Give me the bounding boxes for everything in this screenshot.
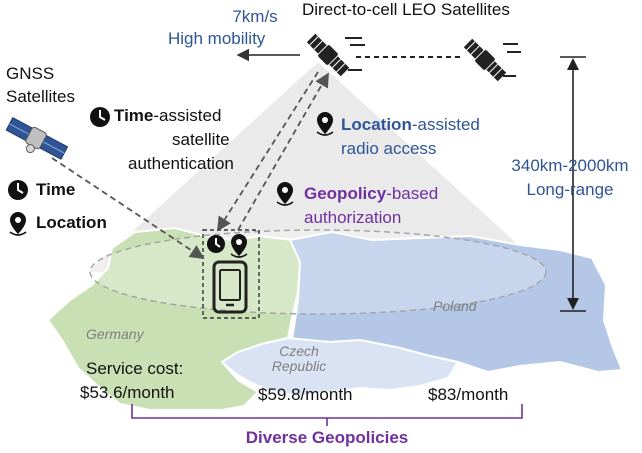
- location-access-line2: radio access: [341, 139, 437, 158]
- service-cost-label: Service cost:: [86, 359, 184, 378]
- leo-satellites-title: Direct-to-cell LEO Satellites: [302, 0, 510, 19]
- country-czech-line1: Czech: [279, 343, 319, 359]
- time-auth-line1: Time-assisted: [114, 106, 221, 126]
- location-access-bold: Location: [341, 115, 412, 134]
- geopolicy-auth-line2: authorization: [304, 208, 402, 227]
- location-access-line1: Location-assisted: [341, 115, 480, 135]
- altitude-arrow: [560, 56, 586, 312]
- time-auth-bold: Time: [114, 106, 154, 125]
- location-access-rest: -assisted: [411, 115, 480, 134]
- country-poland: Poland: [433, 298, 477, 314]
- phone-icon: [212, 260, 248, 314]
- device-pin-icon: [230, 234, 248, 258]
- satellite-speed: 7km/s: [232, 7, 278, 26]
- time-auth-line2: satellite: [172, 130, 230, 149]
- gnss-satellite-icon: [5, 117, 69, 160]
- time-auth-line3: authentication: [128, 154, 234, 173]
- coverage-ellipse: [89, 229, 547, 315]
- device-box: [202, 229, 260, 319]
- altitude-label: 340km-2000km: [511, 156, 629, 175]
- leo-satellite-1-motion-lines: [345, 37, 365, 71]
- geopolicy-auth-rest: -based: [386, 184, 439, 203]
- satellite-to-device-link-down: [217, 71, 319, 232]
- country-germany: Germany: [86, 326, 144, 342]
- time-auth-rest: -assisted: [153, 106, 222, 125]
- leo-satellite-1-icon: [306, 33, 350, 77]
- czech-region: [220, 336, 460, 398]
- geopolicy-pin-icon: [276, 182, 294, 206]
- location-access-pin-icon: [316, 112, 334, 136]
- coverage-cone: [88, 62, 548, 272]
- cost-poland: $83/month: [428, 385, 509, 404]
- geopolicy-auth-line1: Geopolicy-based: [304, 184, 438, 204]
- device-clock-icon: [207, 235, 225, 253]
- time-auth-clock-icon: [90, 107, 110, 127]
- legend-clock-icon: [8, 180, 28, 200]
- gnss-label-line1: GNSS: [6, 64, 55, 83]
- satellite-mobility: High mobility: [168, 29, 266, 48]
- cost-czech: $59.8/month: [258, 385, 353, 404]
- germany-region: [46, 226, 302, 411]
- device-to-satellite-link-up: [237, 72, 329, 231]
- leo-satellite-2-icon: [463, 38, 507, 82]
- gnss-label-line2: Satellites: [6, 87, 75, 106]
- country-czech-line2: Republic: [271, 358, 327, 374]
- legend-time: Time: [36, 180, 76, 199]
- leo-satellite-2-motion-lines: [503, 43, 521, 77]
- gnss-to-device-link: [51, 157, 205, 259]
- legend-location: Location: [36, 213, 107, 232]
- legend-pin-icon: [9, 212, 27, 236]
- cost-germany: $53.6/month: [80, 383, 175, 402]
- range-label: Long-range: [526, 180, 614, 199]
- diverse-geopolicies-label: Diverse Geopolicies: [245, 428, 409, 447]
- geopolicy-auth-bold: Geopolicy: [304, 184, 387, 203]
